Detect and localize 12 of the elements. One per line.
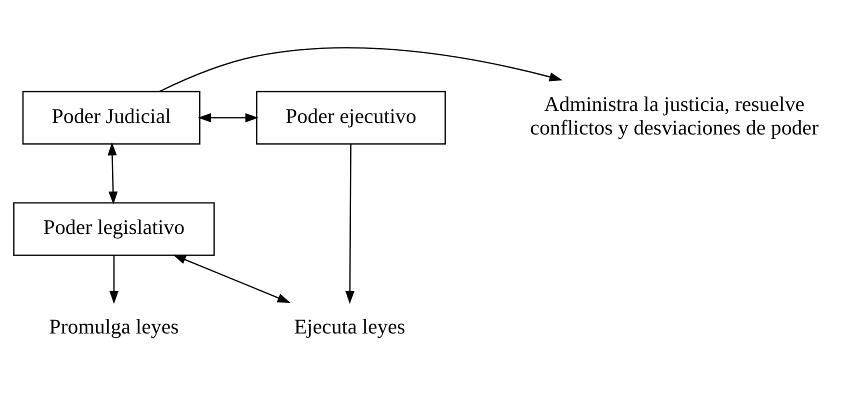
node-text: Ejecuta leyes (294, 314, 406, 338)
arrow (345, 144, 354, 304)
node-text: Promulga leyes (49, 314, 179, 338)
arrow (108, 142, 118, 204)
node-text: Administra la justicia, resuelve conflictos y desviaciones de poder (530, 91, 819, 140)
arrow (198, 112, 258, 122)
node-box: Poder Judicial (22, 90, 200, 144)
arrow (109, 254, 119, 304)
node-box: Poder ejecutivo (256, 90, 446, 144)
arrow (172, 254, 291, 302)
node-box: Poder legislativo (13, 202, 215, 256)
arrow (159, 46, 562, 92)
